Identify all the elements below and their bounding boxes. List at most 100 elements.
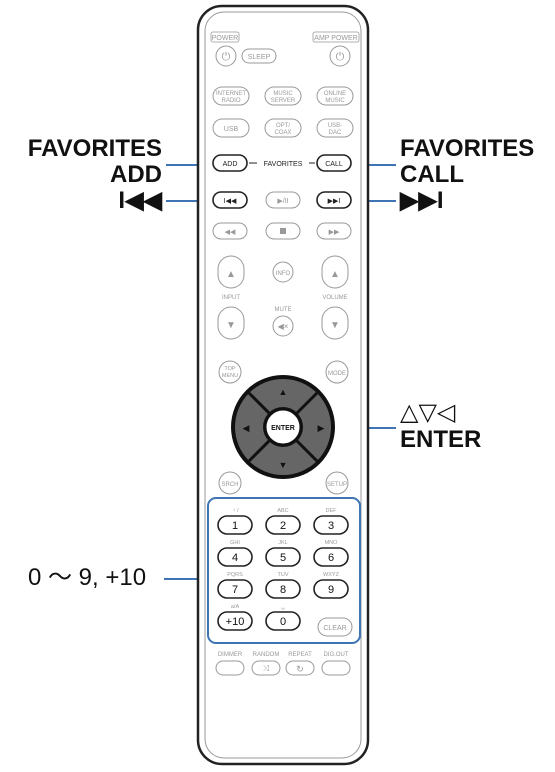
sleep-button[interactable] <box>241 48 277 64</box>
mode-button[interactable] <box>325 360 349 384</box>
power-label: POWER <box>212 35 238 42</box>
volume-down-button[interactable] <box>321 306 349 340</box>
callout-favorites-call: FAVORITES CALL <box>400 136 534 188</box>
internet-radio-label-1: INTERNET <box>216 91 246 97</box>
clear-button[interactable] <box>317 617 353 637</box>
usb-dac-label-2: DAC <box>329 130 342 136</box>
callout-enter: ENTER <box>400 426 482 453</box>
key-0-sublabel: ␣ <box>281 604 285 610</box>
key-8-sublabel: TUV <box>278 572 289 578</box>
callout-next: ▶▶I <box>400 187 444 214</box>
skip-back-button[interactable] <box>212 191 248 209</box>
key-0-button[interactable] <box>265 611 301 631</box>
play-pause-icon: ▶/II <box>277 198 288 205</box>
sleep-label: SLEEP <box>248 54 271 61</box>
fast-forward-button[interactable] <box>316 222 352 240</box>
usb-label: USB <box>224 126 239 133</box>
top-menu-button[interactable] <box>218 360 242 384</box>
key-5-button[interactable] <box>265 547 301 567</box>
dimmer-button[interactable] <box>215 660 245 676</box>
random-button[interactable] <box>251 660 281 676</box>
key-4-label: 4 <box>232 552 238 564</box>
key-3-button[interactable] <box>313 515 349 535</box>
key-+10-button[interactable] <box>217 611 253 631</box>
dpad-down-icon[interactable]: ▼ <box>279 460 288 470</box>
key-+10-label: +10 <box>226 616 245 628</box>
mute-icon: ◀× <box>278 322 289 331</box>
key-6-button[interactable] <box>313 547 349 567</box>
dig-out-button[interactable] <box>321 660 351 676</box>
callout-favorites-add: FAVORITES ADD <box>8 136 162 188</box>
key-9-sublabel: WXYZ <box>323 572 340 578</box>
internet-radio-button[interactable] <box>212 86 250 106</box>
callout-numbers: 0 ～ 9, +10 <box>28 564 147 591</box>
opt-coax-label-2: COAX <box>274 130 291 136</box>
repeat-button[interactable] <box>285 660 315 676</box>
key-4-sublabel: GHI <box>230 540 240 546</box>
key-2-sublabel: ABC <box>277 508 288 514</box>
key-5-sublabel: JKL <box>278 540 287 546</box>
input-down-button[interactable] <box>217 306 245 340</box>
key-7-button[interactable] <box>217 579 253 599</box>
key-9-button[interactable] <box>313 579 349 599</box>
numpad-highlight <box>207 497 361 644</box>
online-music-button[interactable] <box>316 86 354 106</box>
online-music-label-1: ONLINE <box>324 91 346 97</box>
volume-up-icon: ▲ <box>330 269 340 280</box>
play-pause-button[interactable] <box>265 191 301 209</box>
callout-prev: I◀◀ <box>118 187 162 214</box>
power-button[interactable] <box>215 45 237 67</box>
mode-label: MODE <box>328 371 346 377</box>
key-8-label: 8 <box>280 584 286 596</box>
key-1-button[interactable] <box>217 515 253 535</box>
music-server-button[interactable] <box>264 86 302 106</box>
usb-dac-label-1: USB- <box>328 123 342 129</box>
music-server-label-1: MUSIC <box>273 91 293 97</box>
dpad-up-icon[interactable]: ▲ <box>279 387 288 397</box>
numpad: ・/1ABC2DEF3GHI4JKL5MNO6PQRS7TUV8WXYZ9a/A… <box>217 508 349 631</box>
amp-power-button[interactable] <box>329 45 351 67</box>
volume-up-button[interactable] <box>321 255 349 289</box>
call-label: CALL <box>325 161 343 168</box>
power-icon: ⏻ <box>222 51 231 63</box>
dpad-left-icon[interactable]: ◀ <box>243 423 250 433</box>
skip-forward-button[interactable] <box>316 191 352 209</box>
mute-button[interactable] <box>272 315 294 337</box>
volume-label: VOLUME <box>322 295 347 301</box>
input-up-button[interactable] <box>217 255 245 289</box>
search-button[interactable] <box>218 471 242 495</box>
usb-button[interactable] <box>212 118 250 138</box>
internet-radio-label-2: RADIO <box>221 98 240 104</box>
info-label: INFO <box>276 271 291 277</box>
callout-favorites-add-line1: FAVORITES <box>27 135 162 162</box>
music-server-label-2: SERVER <box>271 98 296 104</box>
key-2-button[interactable] <box>265 515 301 535</box>
key-2-label: 2 <box>280 520 286 532</box>
key-4-button[interactable] <box>217 547 253 567</box>
info-button[interactable] <box>272 261 294 283</box>
amp-power-icon: ⏻ <box>336 51 345 63</box>
mute-label: MUTE <box>275 307 292 313</box>
dpad-right-icon[interactable]: ▶ <box>318 423 325 433</box>
repeat-label: REPEAT <box>288 652 312 658</box>
amp-power-label: AMP POWER <box>314 35 357 42</box>
favorites-add-button[interactable] <box>212 154 248 172</box>
key-6-label: 6 <box>328 552 334 564</box>
repeat-icon: ↻ <box>296 664 304 674</box>
favorites-label: FAVORITES <box>264 161 303 168</box>
rewind-icon: ◀◀ <box>225 229 236 236</box>
input-label: INPUT <box>222 295 240 301</box>
favorites-call-button[interactable] <box>316 154 352 172</box>
setup-label: SETUP <box>327 482 347 488</box>
key-8-button[interactable] <box>265 579 301 599</box>
clear-label: CLEAR <box>323 625 346 632</box>
input-down-icon: ▼ <box>226 320 236 331</box>
rewind-button[interactable] <box>212 222 248 240</box>
setup-button[interactable] <box>325 471 349 495</box>
opt-coax-button[interactable] <box>264 118 302 138</box>
key-5-label: 5 <box>280 552 286 564</box>
key-6-sublabel: MNO <box>325 540 339 546</box>
usb-dac-button[interactable] <box>316 118 354 138</box>
enter-button[interactable] <box>265 409 301 445</box>
